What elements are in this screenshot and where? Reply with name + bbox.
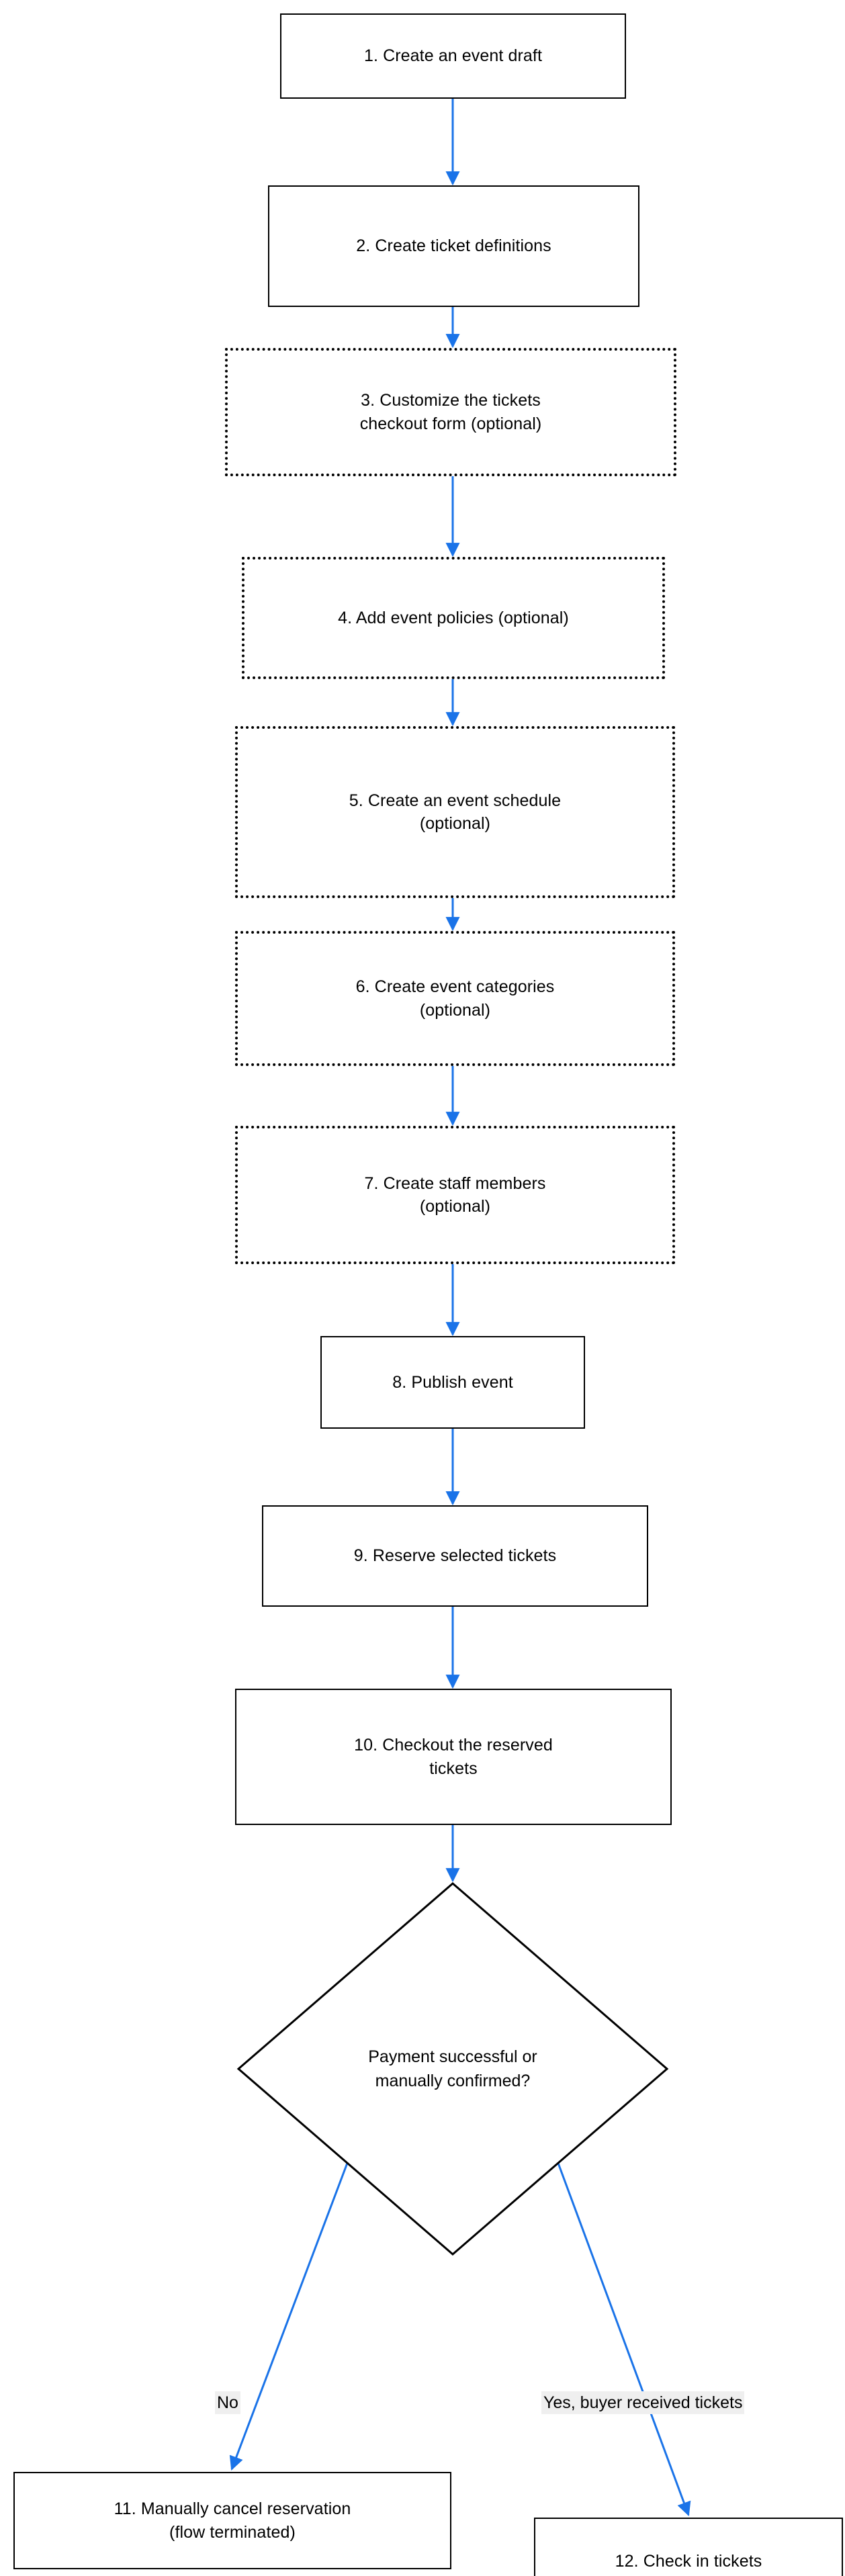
node-create-event-draft[interactable]: 1. Create an event draft [280,13,626,99]
node-create-event-categories[interactable]: 6. Create event categories (optional) [235,931,675,1066]
node-payment-decision[interactable]: Payment successful or manually confirmed… [236,1882,669,2256]
node-label: 12. Check in tickets [615,2551,762,2571]
node-label: 2. Create ticket definitions [356,236,551,256]
node-create-ticket-definitions[interactable]: 2. Create ticket definitions [268,185,639,307]
node-label: 6. Create event categories (optional) [355,977,555,1020]
node-label: 9. Reserve selected tickets [353,1546,557,1566]
node-customize-checkout-form[interactable]: 3. Customize the tickets checkout form (… [225,348,676,476]
node-publish-event[interactable]: 8. Publish event [320,1336,585,1429]
node-label: 3. Customize the tickets checkout form (… [359,391,542,433]
node-add-event-policies[interactable]: 4. Add event policies (optional) [242,557,665,679]
edge-label-yes: Yes, buyer received tickets [541,2391,745,2414]
node-create-event-schedule[interactable]: 5. Create an event schedule (optional) [235,726,675,898]
node-check-in-tickets[interactable]: 12. Check in tickets [534,2518,843,2576]
node-reserve-selected-tickets[interactable]: 9. Reserve selected tickets [262,1505,648,1607]
node-create-staff-members[interactable]: 7. Create staff members (optional) [235,1126,675,1264]
node-label: 4. Add event policies (optional) [338,608,569,627]
node-label: 7. Create staff members (optional) [364,1173,546,1216]
edge-label-no: No [215,2391,240,2414]
node-label: 11. Manually cancel reservation (flow te… [114,2499,351,2542]
node-label: 8. Publish event [392,1372,513,1392]
node-label: 5. Create an event schedule (optional) [349,791,562,834]
diamond-shape [236,1882,669,2256]
node-label: 10. Checkout the reserved tickets [354,1736,553,1778]
node-checkout-reserved-tickets[interactable]: 10. Checkout the reserved tickets [235,1689,672,1825]
node-manually-cancel-reservation[interactable]: 11. Manually cancel reservation (flow te… [13,2472,451,2569]
node-label: 1. Create an event draft [363,46,543,66]
